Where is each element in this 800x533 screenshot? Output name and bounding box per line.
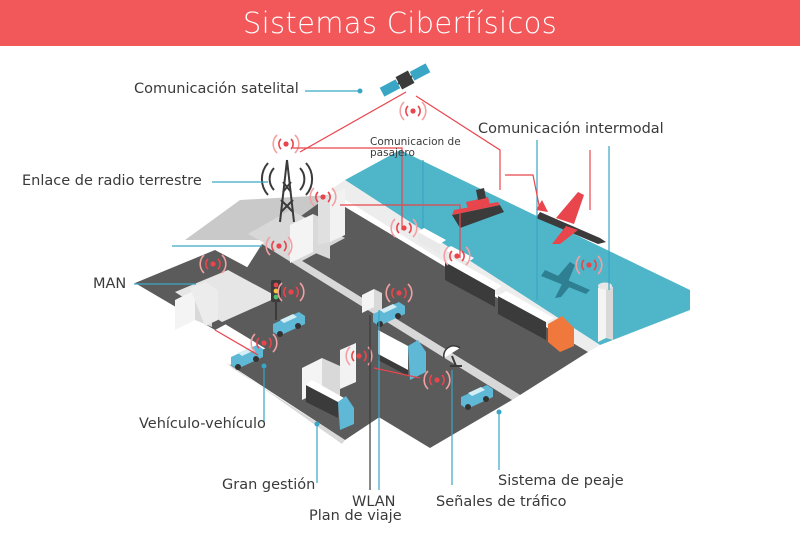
label-wlan: WLAN — [352, 494, 396, 510]
label-intermodal: Comunicación intermodal — [478, 121, 664, 137]
label-traffic-signals: Señales de tráfico — [436, 494, 567, 510]
side-plaza-left — [185, 195, 330, 240]
ship-icon — [452, 188, 504, 228]
truck-icon-3 — [306, 380, 354, 430]
building-left — [175, 282, 218, 330]
building-top — [290, 188, 345, 263]
label-management: Gran gestión — [222, 477, 316, 493]
airplane-icon — [536, 192, 606, 244]
radio-tower-icon — [260, 159, 314, 223]
satellite-icon — [379, 63, 431, 97]
label-v2v: Vehículo-vehículo — [139, 416, 266, 432]
truck-icon — [445, 258, 574, 352]
truck-icon-2 — [378, 330, 426, 380]
lower-road — [215, 244, 512, 448]
label-toll: Sistema de peaje — [498, 473, 624, 489]
tollbooth-pillar — [598, 282, 613, 342]
label-passenger: Comunicacion de pasajero — [370, 136, 461, 159]
antenna-dish-icon — [443, 345, 462, 367]
wlan-box — [362, 289, 382, 313]
airplane-icon-2 — [541, 262, 590, 298]
label-man: MAN — [93, 276, 127, 292]
main-road — [268, 195, 588, 395]
leader-lines — [134, 88, 610, 490]
label-radio-link: Enlace de radio terrestre — [22, 173, 202, 189]
label-satellite: Comunicación satelital — [134, 81, 299, 97]
left-block-inner — [175, 270, 278, 322]
label-trip-plan: Plan de viaje — [309, 508, 402, 524]
title-banner — [0, 0, 800, 46]
page-title: Sistemas Ciberfísicos — [242, 6, 558, 40]
